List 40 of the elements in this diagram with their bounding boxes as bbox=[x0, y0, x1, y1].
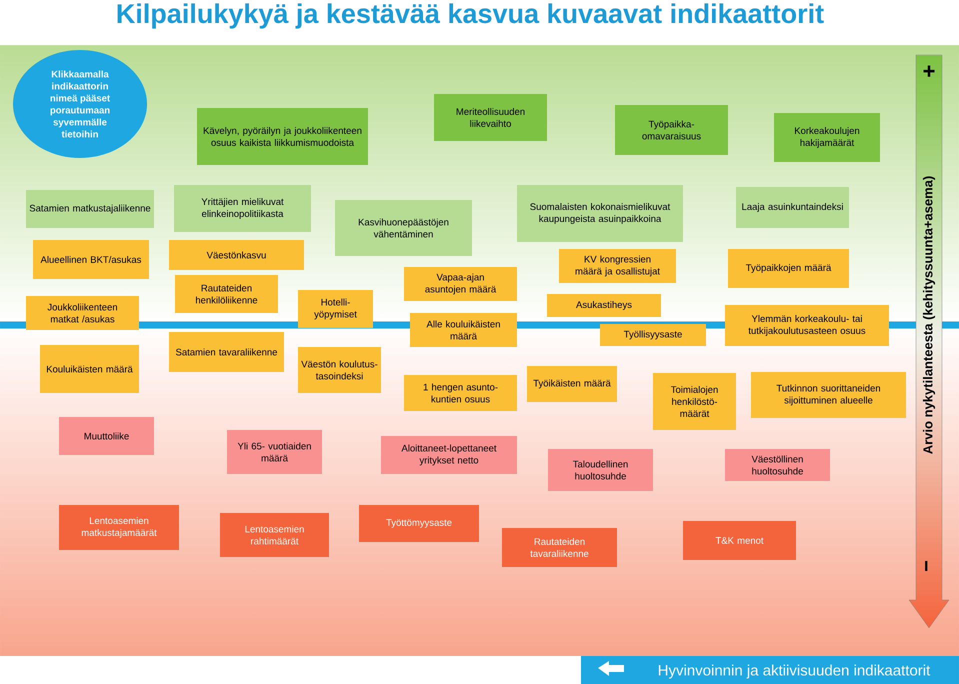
indicator-box: Rautateiden tavaraliikenne bbox=[502, 528, 617, 567]
indicator-box: Väestön koulutus- tasoindeksi bbox=[298, 346, 381, 393]
indicator-box: Rautateiden henkilöliikenne bbox=[175, 274, 278, 313]
indicator-box: Alueellinen BKT/asukas bbox=[33, 240, 149, 279]
indicator-box: Työikäisten määrä bbox=[527, 366, 617, 402]
indicator-box: Muuttoliike bbox=[59, 416, 154, 455]
indicator-box: Suomalaisten kokonaismielikuvat kaupungeista asuinpaikkoina bbox=[517, 184, 683, 242]
indicator-box: Korkeakoulujen hakijamäärät bbox=[774, 112, 880, 162]
indicator-box: Työttömyysaste bbox=[359, 504, 479, 542]
indicator-box: Kävelyn, pyöräilyn ja joukkoliikenteen osuus kaikista liikkumismuodoista bbox=[197, 108, 368, 165]
indicator-box: Satamien tavaraliikenne bbox=[169, 332, 284, 372]
footer-banner: Hyvinvoinnin ja aktiivisuuden indikaattorit bbox=[581, 656, 959, 684]
indicator-box: Väestöllinen huoltosuhde bbox=[725, 448, 830, 481]
indicator-box: Lentoasemien rahtimäärät bbox=[220, 512, 329, 557]
indicator-box: Asukastiheys bbox=[547, 294, 661, 317]
indicator-box: Työllisyysaste bbox=[600, 324, 706, 346]
indicator-box: Kasvihuonepäästöjen vähentäminen bbox=[335, 200, 472, 256]
indicator-box: Työpaikkojen määrä bbox=[728, 248, 849, 288]
indicator-box: Joukkoliikenteen matkat /asukas bbox=[26, 296, 139, 330]
indicator-box: Kouluikäisten määrä bbox=[40, 344, 139, 393]
indicator-box: Yrittäjien mielikuvat elinkeinopolitiikasta bbox=[174, 184, 311, 232]
indicator-box: Toimialojen henkilöstö- määrät bbox=[653, 372, 736, 430]
indicator-box: Vapaa-ajan asuntojen määrä bbox=[404, 266, 517, 301]
indicator-box: Yli 65- vuotiaiden määrä bbox=[227, 430, 322, 474]
indicator-box: Laaja asuinkuntaindeksi bbox=[736, 186, 849, 228]
indicator-box: KV kongressien määrä ja osallistujat bbox=[559, 248, 676, 283]
title: Kilpailukykyä ja kestävää kasvua kuvaavat indikaattorit bbox=[118, 3, 824, 29]
indicator-box: Aloittaneet-lopettaneet yritykset netto bbox=[381, 436, 517, 474]
indicator-box: Väestönkasvu bbox=[169, 240, 304, 270]
indicator-box: 1 hengen asunto- kuntien osuus bbox=[404, 374, 517, 411]
indicator-box: Työpaikka- omavaraisuus bbox=[615, 104, 728, 155]
indicator-box: Alle kouluikäisten määrä bbox=[410, 312, 517, 347]
indicator-box: Taloudellinen huoltosuhde bbox=[548, 448, 653, 491]
indicator-box: Lentoasemien matkustajamäärät bbox=[59, 504, 179, 550]
indicator-box: T&K menot bbox=[683, 520, 796, 560]
indicator-box: Tutkinnon suorittaneiden sijoittuminen alueelle bbox=[751, 372, 906, 418]
indicator-box: Hotelli- yöpymiset bbox=[298, 290, 373, 328]
indicator-box: Meriteollisuuden liikevaihto bbox=[434, 94, 547, 141]
indicator-box: Satamien matkustajaliikenne bbox=[26, 190, 154, 228]
indicator-box: Ylemmän korkeakoulu- tai tutkijakoulutusasteen osuus bbox=[725, 304, 889, 346]
